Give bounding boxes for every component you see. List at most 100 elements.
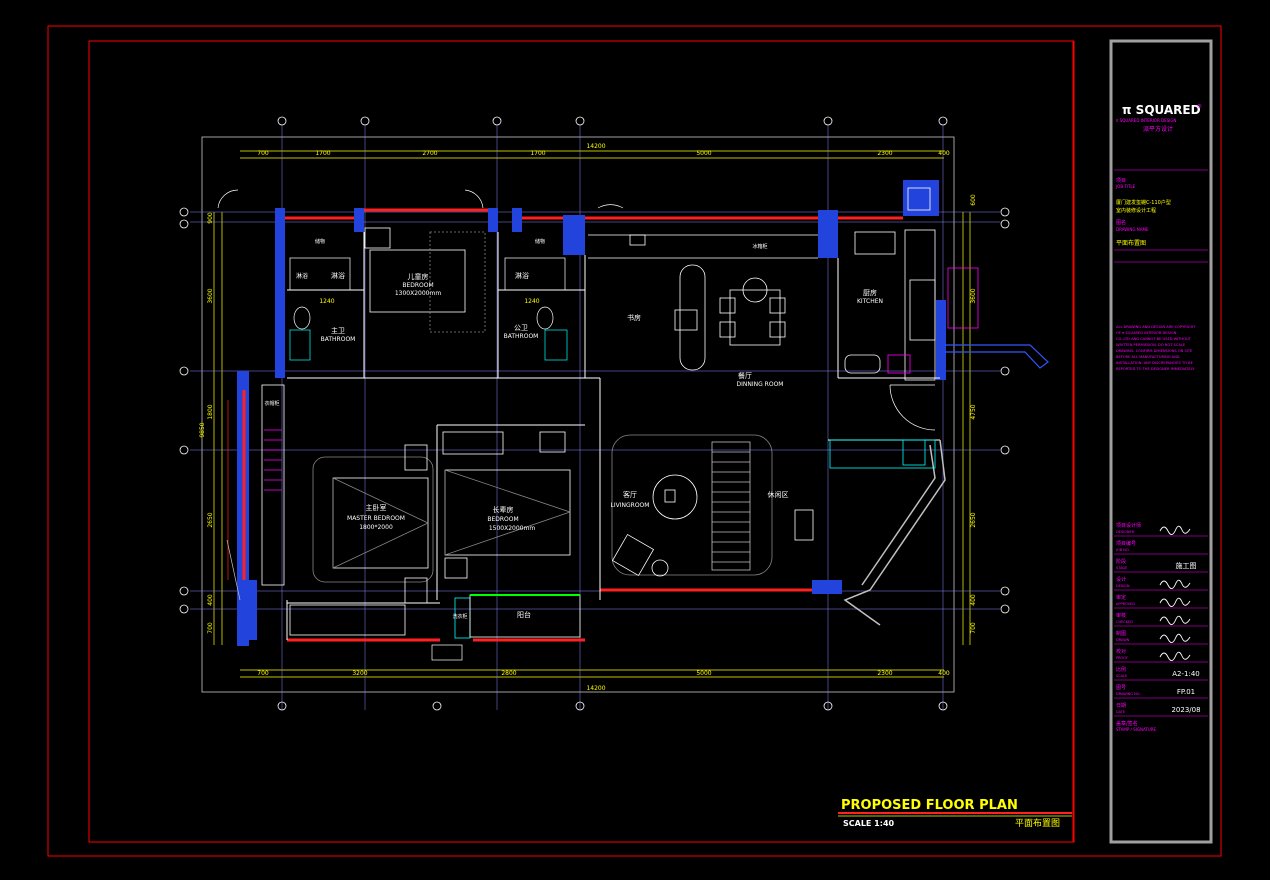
drawing-name: 平面布置图 xyxy=(1116,239,1146,247)
tb-row-value-10: 2023/08 xyxy=(1171,706,1200,714)
master-bedroom-furniture xyxy=(261,384,434,636)
plan-title: PROPOSED FLOOR PLAN SCALE 1:40 平面布置图 xyxy=(838,798,1072,829)
tb-row-label-10: 日期 xyxy=(1116,703,1126,709)
label-elder-cn: 长辈房 xyxy=(493,505,514,514)
label-storage-2: 储物 xyxy=(535,238,545,245)
dim-bottom-0: 700 xyxy=(257,670,269,677)
label-elder-en: BEDROOM xyxy=(487,516,518,523)
tb-row-label-1: 项目编号 xyxy=(1116,540,1136,547)
tb-row-label-4: 审定 xyxy=(1116,594,1126,601)
dim-left-5: 700 xyxy=(207,622,214,634)
dim-left-4: 400 xyxy=(207,594,214,606)
tb-row-en-9: DRAWING NO. xyxy=(1116,692,1140,696)
diagonal-bay-wall xyxy=(843,439,946,626)
tb-row-en-5: CHECKED xyxy=(1116,620,1133,624)
footer-label: 盖章/签名 xyxy=(1116,720,1138,727)
label-master-size: 1800*2000 xyxy=(359,524,393,531)
signature-icon xyxy=(1159,651,1191,661)
note-4: DRAWING. CONFIRM DIMENSIONS ON SITE xyxy=(1116,349,1193,353)
tb-row-en-1: JOB NO. xyxy=(1115,548,1130,552)
logo-cn: 派平方设计 xyxy=(1143,125,1173,133)
side-dimension-chain xyxy=(213,212,971,645)
dim-inner-1: 1240 xyxy=(319,298,334,305)
tb-row-en-3: DESIGN xyxy=(1116,584,1130,588)
signature-icon xyxy=(1159,525,1191,535)
plan-title-scale: SCALE 1:40 xyxy=(843,819,895,828)
tb-row-en-6: DRAWN xyxy=(1116,638,1130,642)
tb-row-label-3: 设计 xyxy=(1116,576,1126,583)
dim-right-0: 600 xyxy=(970,194,977,206)
copyright-notes: ALL DRAWING AND DESIGN ARE COPYRIGHT OF … xyxy=(1116,325,1196,371)
label-dining-en: DINNING ROOM xyxy=(737,381,784,388)
label-fridge: 冰箱柜 xyxy=(752,243,767,250)
tb-row-en-7: PROOF xyxy=(1116,656,1128,660)
tb-row-label-6: 制图 xyxy=(1116,630,1126,637)
dim-top-2: 2700 xyxy=(422,150,437,157)
dim-top-0: 700 xyxy=(257,150,269,157)
dim-bottom-4: 2300 xyxy=(877,670,892,677)
room-labels: 储物 储物 淋浴 淋浴 淋浴 儿童房 BEDROOM 1300X2000mm 主… xyxy=(264,238,883,620)
note-2: CO.,LTD AND CANNOT BE USED WITHOUT xyxy=(1116,337,1192,341)
signature-icon xyxy=(1159,615,1191,625)
footer-label-en: STAMP / SIGNATURE xyxy=(1116,727,1157,732)
drawing-label: 图名 xyxy=(1116,219,1126,226)
plan-title-cn: 平面布置图 xyxy=(1015,817,1060,829)
label-wash-1: 淋浴 xyxy=(331,271,345,280)
label-leisure-cn: 休闲区 xyxy=(768,490,789,499)
tb-row-label-8: 比例 xyxy=(1116,666,1126,673)
tb-row-label-0: 项目设计师 xyxy=(1116,522,1141,529)
dim-top-total: 14200 xyxy=(586,143,605,150)
dim-left-2: 1800 xyxy=(207,404,214,419)
label-kids-cn: 儿童房 xyxy=(408,272,429,281)
dimension-labels: 14200 700 1700 2700 1700 5000 2300 400 7… xyxy=(257,143,950,692)
label-kitchen-cn: 厨房 xyxy=(863,288,877,297)
living-furniture xyxy=(611,434,936,577)
project-name-1: 厦门建发玺樾C-110户型 xyxy=(1116,199,1171,206)
dim-left-3: 2650 xyxy=(207,512,214,527)
signature-icon xyxy=(1159,633,1191,643)
tb-row-value-2: 施工图 xyxy=(1176,561,1197,570)
dim-left-1: 3600 xyxy=(207,288,214,303)
side-dimension-labels: 900 3600 1800 2650 400 700 9850 600 3600… xyxy=(199,194,977,634)
tb-row-value-8: A2-1:40 xyxy=(1172,670,1200,678)
plan-title-main: PROPOSED FLOOR PLAN xyxy=(841,798,1018,813)
label-kitchen-en: KITCHEN xyxy=(857,298,883,305)
label-master-bath-cn: 主卫 xyxy=(331,326,345,335)
label-public-bath-en: BATHROOM xyxy=(504,333,539,340)
note-3: WRITTEN PERMISSION. DO NOT SCALE xyxy=(1116,343,1186,347)
dim-top-1: 1700 xyxy=(315,150,330,157)
dim-right-2: 4750 xyxy=(970,404,977,419)
label-master-bath-en: BATHROOM xyxy=(321,336,356,343)
tb-row-en-8: SCALE xyxy=(1116,674,1127,678)
dim-left-total: 9850 xyxy=(199,422,206,437)
project-name-2: 室内装修设计工程 xyxy=(1116,207,1156,214)
label-closet: 衣帽柜 xyxy=(264,400,279,407)
dim-right-4: 400 xyxy=(970,594,977,606)
label-kids-en: BEDROOM xyxy=(402,282,433,289)
note-0: ALL DRAWING AND DESIGN ARE COPYRIGHT xyxy=(1116,325,1196,329)
label-wash-2: 淋浴 xyxy=(515,271,529,280)
axis-marker-icon xyxy=(179,116,1010,711)
kids-bedroom-furniture xyxy=(364,227,486,333)
dim-top-5: 2300 xyxy=(877,150,892,157)
top-dimension-chain xyxy=(240,150,944,678)
grid-axes xyxy=(190,125,1000,710)
dimension-box xyxy=(201,136,955,693)
note-7: REPORTED TO THE DESIGNER IMMEDIATELY. xyxy=(1116,367,1195,371)
label-balcony-cn: 阳台 xyxy=(517,610,531,619)
signature-icon xyxy=(1159,597,1191,607)
dim-top-3: 1700 xyxy=(530,150,545,157)
label-elder-size: 1500X2000mm xyxy=(489,525,535,532)
dim-bottom-3: 5000 xyxy=(696,670,711,677)
company-logo: π SQUARED xyxy=(1122,103,1201,117)
signature-icon xyxy=(1159,579,1191,589)
tb-row-en-2: STAGE xyxy=(1116,566,1127,570)
drawing-label-en: DRAWING NAME xyxy=(1116,227,1149,232)
bathroom-fixtures xyxy=(289,257,568,361)
title-block: π SQUARED ® π SQUARED INTERIOR DESIGN 派平… xyxy=(1114,103,1208,732)
interior-walls xyxy=(286,232,940,640)
label-living-cn: 客厅 xyxy=(623,490,637,499)
label-dining-cn: 餐厅 xyxy=(738,371,752,380)
